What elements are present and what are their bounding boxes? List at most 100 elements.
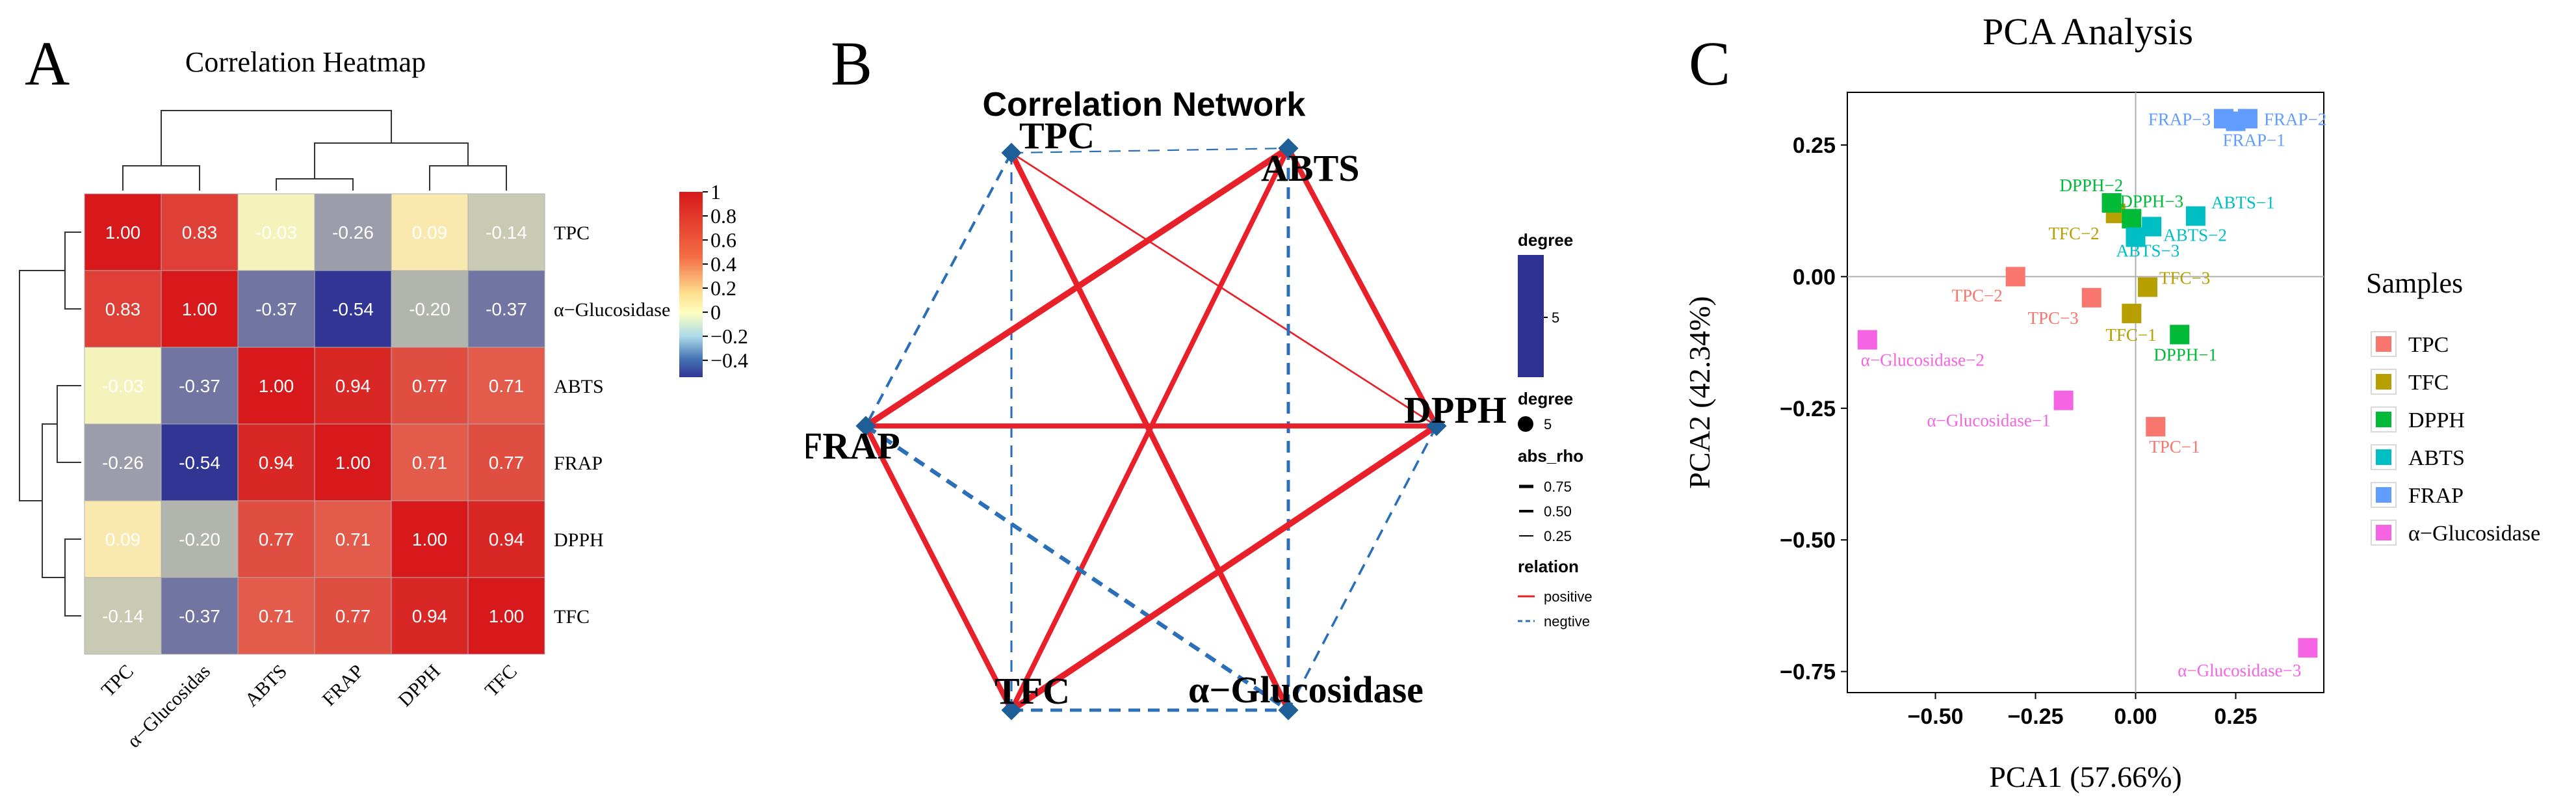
pca-legend-key xyxy=(2376,449,2391,465)
heatmap-cell-label: -0.03 xyxy=(102,376,144,396)
heatmap-cell-label: -0.20 xyxy=(409,299,450,319)
correlation-network: Correlation NetworkTPCABTSDPPHα−Glucosid… xyxy=(806,86,1593,721)
network-node xyxy=(1426,416,1447,436)
pca-legend-label: TFC xyxy=(2408,371,2449,395)
network-node-label: FRAP xyxy=(806,425,900,467)
network-node xyxy=(1001,142,1022,163)
pca-point xyxy=(2122,209,2142,229)
network-node-label: ABTS xyxy=(1261,147,1360,189)
heatmap-cell xyxy=(237,577,315,655)
heatmap-cell-label: -0.54 xyxy=(332,299,374,319)
heatmap-cell-label: 0.09 xyxy=(105,529,141,550)
pca-point xyxy=(2053,390,2074,410)
heatmap-col-label: α−Glucosidas xyxy=(123,661,215,752)
heatmap-cell-label: -0.37 xyxy=(255,299,297,319)
heatmap-cell-label: -0.14 xyxy=(486,222,527,243)
heatmap-cell xyxy=(237,270,315,348)
column-dendrogram xyxy=(429,165,507,191)
heatmap-cell xyxy=(314,270,392,348)
network-edge xyxy=(1009,423,1438,713)
pca-point-label: TFC−2 xyxy=(2048,224,2099,243)
heatmap-cell xyxy=(237,347,315,425)
pca-point-label: DPPH−3 xyxy=(2120,191,2183,211)
legend-abs-rho-label: 0.50 xyxy=(1544,503,1572,520)
heatmap-cell-label: 0.94 xyxy=(489,529,525,550)
heatmap-title: Correlation Heatmap xyxy=(185,46,426,78)
pca-legend-label: DPPH xyxy=(2408,408,2465,432)
heatmap-cell xyxy=(391,270,469,348)
pca-y-tick-label: 0.00 xyxy=(1793,265,1836,289)
pca-point xyxy=(2185,206,2205,226)
heatmap-cell-label: 0.83 xyxy=(105,299,141,319)
legend-abs-rho-title: abs_rho xyxy=(1518,446,1583,466)
panel-letter-b: B xyxy=(831,29,873,98)
heatmap-cell xyxy=(467,193,545,271)
heatmap-cell-label: -0.14 xyxy=(102,606,144,626)
panel-letter-c: C xyxy=(1689,29,1731,98)
network-edge xyxy=(864,146,1290,429)
pca-legend-key xyxy=(2376,412,2391,427)
row-dendrogram xyxy=(57,385,81,463)
pca-y-tick-label: −0.75 xyxy=(1780,660,1836,685)
heatmap-cell xyxy=(161,347,239,425)
heatmap-cell xyxy=(237,423,315,501)
network-edge xyxy=(865,152,1013,427)
pca-point-label: TPC−3 xyxy=(2027,308,2078,328)
row-dendrogram xyxy=(42,423,65,578)
network-node-label: α−Glucosidase xyxy=(1188,669,1424,711)
network-edge xyxy=(865,424,1290,712)
pca-x-tick-label: 0.00 xyxy=(2114,704,2157,729)
pca-point-label: ABTS−1 xyxy=(2211,192,2275,212)
pca-point xyxy=(2081,287,2101,308)
pca-point-label: α−Glucosidase−2 xyxy=(1861,351,1984,370)
pca-point xyxy=(2298,638,2318,658)
network-node-label: TFC xyxy=(995,670,1070,712)
network-edge xyxy=(1011,152,1437,427)
heatmap-cell xyxy=(391,347,469,425)
legend-degree-tick-label: 5 xyxy=(1552,310,1559,326)
legend-abs-rho-label: 0.25 xyxy=(1544,528,1572,544)
heatmap-cell xyxy=(391,423,469,501)
pca-plot-frame xyxy=(1847,92,2324,693)
heatmap-cell-label: 0.77 xyxy=(335,606,371,626)
pca-y-tick-label: −0.50 xyxy=(1780,528,1836,553)
legend-abs-rho-label: 0.75 xyxy=(1544,479,1572,495)
network-edge xyxy=(1011,147,1289,154)
heatmap-cell-label: 0.77 xyxy=(259,529,294,550)
heatmap-cell xyxy=(84,500,162,578)
heatmap-cell xyxy=(84,577,162,655)
heatmap-cell-label: 0.71 xyxy=(335,529,371,550)
pca-x-tick-label: −0.50 xyxy=(1907,704,1963,729)
heatmap-cell xyxy=(161,500,239,578)
pca-point xyxy=(1857,330,1877,350)
network-edge xyxy=(1287,425,1438,711)
heatmap-col-label: TFC xyxy=(481,661,521,701)
colorbar xyxy=(679,192,703,377)
pca-point-label: ABTS−2 xyxy=(2163,225,2227,245)
heatmap-cell xyxy=(84,347,162,425)
pca-point-label: ABTS−3 xyxy=(2116,241,2179,261)
network-title: Correlation Network xyxy=(983,86,1306,124)
heatmap-col-label: DPPH xyxy=(394,661,445,711)
pca-legend-label: ABTS xyxy=(2408,446,2465,470)
row-dendrogram xyxy=(64,538,81,617)
pca-point-label: DPPH−2 xyxy=(2060,176,2124,195)
heatmap-row-label: TFC xyxy=(554,606,590,628)
heatmap-row-label: α−Glucosidase xyxy=(554,299,670,321)
legend-degree-size-label: 5 xyxy=(1544,416,1552,432)
legend-relation-label: negtive xyxy=(1544,613,1590,630)
pca-point-label: FRAP−3 xyxy=(2148,109,2211,129)
pca-point xyxy=(2126,227,2146,247)
pca-point xyxy=(2214,109,2234,129)
pca-legend-key xyxy=(2376,525,2391,540)
network-edge xyxy=(863,425,1014,711)
pca-legend-label: FRAP xyxy=(2408,484,2464,508)
heatmap-cell-label: 0.09 xyxy=(412,222,448,243)
heatmap-cell-label: 1.00 xyxy=(335,453,371,473)
legend-degree-bar xyxy=(1518,255,1544,377)
column-dendrogram xyxy=(276,178,354,191)
heatmap-cell-label: -0.37 xyxy=(486,299,527,319)
heatmap-cell-label: -0.20 xyxy=(179,529,220,550)
pca-y-tick-label: −0.25 xyxy=(1780,397,1836,421)
